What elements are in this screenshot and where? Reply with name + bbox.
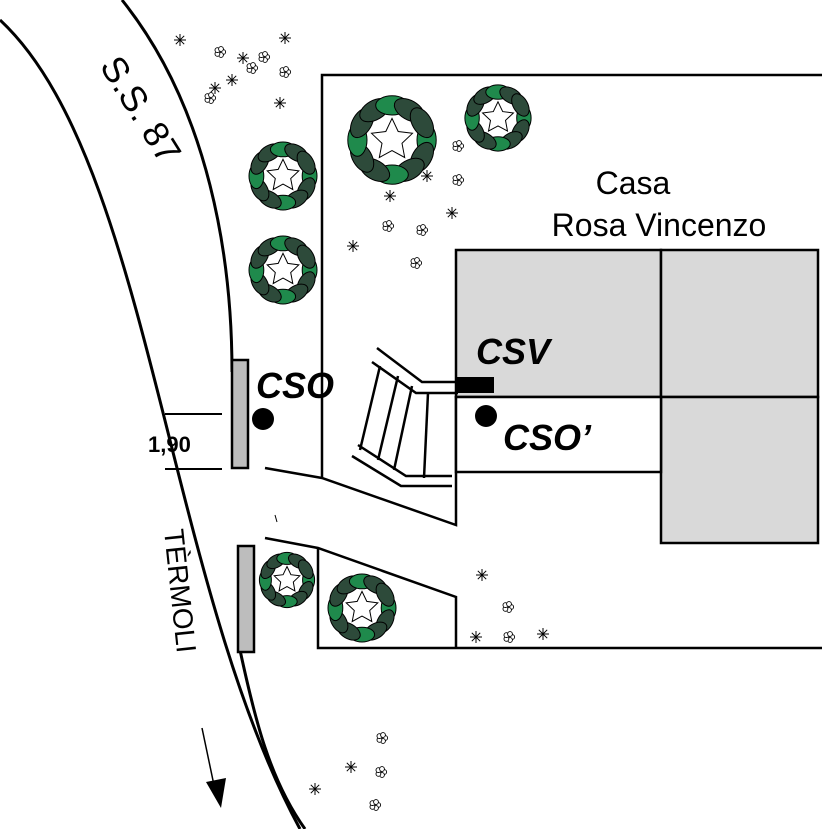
flower-icon [369, 799, 382, 811]
tree-icon [347, 95, 437, 185]
flower-icon [452, 140, 465, 152]
flower-icon [258, 51, 271, 63]
driveway-lower-edge [264, 536, 458, 648]
tree-icon [248, 141, 318, 211]
csv-label: CSV [476, 331, 553, 372]
flower-icon [279, 32, 291, 44]
flower-icon [384, 190, 396, 202]
building-block-bottom-right [659, 395, 820, 545]
building-label-line2: Rosa Vincenzo [552, 207, 767, 243]
road-edge-left [0, 18, 302, 829]
staircase [351, 347, 458, 488]
width-measure-label: 1,90 [148, 432, 191, 457]
driveway-dash [274, 514, 278, 523]
flower-icon [452, 174, 465, 186]
direction-label: TÈRMOLI [158, 527, 202, 654]
building-block-top-left [454, 248, 663, 399]
property-boundary [320, 73, 822, 478]
cso-prime-label: CSO’ [503, 417, 592, 458]
flower-icon [376, 732, 389, 744]
road-edge-right-upper [120, 0, 234, 373]
gate-post-upper [230, 358, 250, 470]
tree-icon [327, 573, 397, 643]
flower-icon [345, 761, 357, 773]
flower-icon [382, 220, 395, 232]
cso-label: CSO [256, 365, 334, 406]
gate-post-lower [236, 544, 256, 654]
building [454, 248, 820, 545]
flower-icon [274, 97, 286, 109]
flower-icon [421, 170, 433, 182]
building-label-line1: Casa [596, 165, 671, 201]
flower-icon [502, 601, 515, 613]
flower-icon [410, 257, 423, 269]
cso-point-marker [252, 408, 274, 430]
flower-icon [214, 46, 227, 58]
flower-icon [503, 631, 516, 643]
direction-arrow-shaft [201, 727, 216, 791]
flower-icon [375, 766, 388, 778]
csv-marker [457, 377, 494, 393]
property-boundary-lower [316, 548, 822, 650]
flowers [174, 32, 549, 811]
building-block-top-right [659, 248, 820, 399]
flower-icon [476, 569, 488, 581]
road-edge-right-lower [238, 649, 307, 829]
flower-icon [246, 62, 259, 74]
flower-icon [226, 74, 238, 86]
tree-icon [464, 84, 532, 152]
flower-icon [416, 224, 429, 236]
cso-prime-point-marker [475, 405, 497, 427]
flower-icon [347, 240, 359, 252]
flower-icon [237, 52, 249, 64]
tree-icon [248, 235, 318, 305]
flower-icon [470, 631, 482, 643]
flower-icon [209, 82, 221, 94]
flower-icon [174, 34, 186, 46]
flower-icon [279, 66, 292, 78]
flower-icon [309, 783, 321, 795]
flower-icon [446, 207, 458, 219]
direction-arrow-head [206, 778, 226, 808]
road-name-label: S.S. 87 [92, 49, 189, 171]
tree-icon [258, 551, 316, 609]
trees [248, 84, 532, 643]
flower-icon [204, 92, 217, 104]
flower-icon [537, 628, 549, 640]
